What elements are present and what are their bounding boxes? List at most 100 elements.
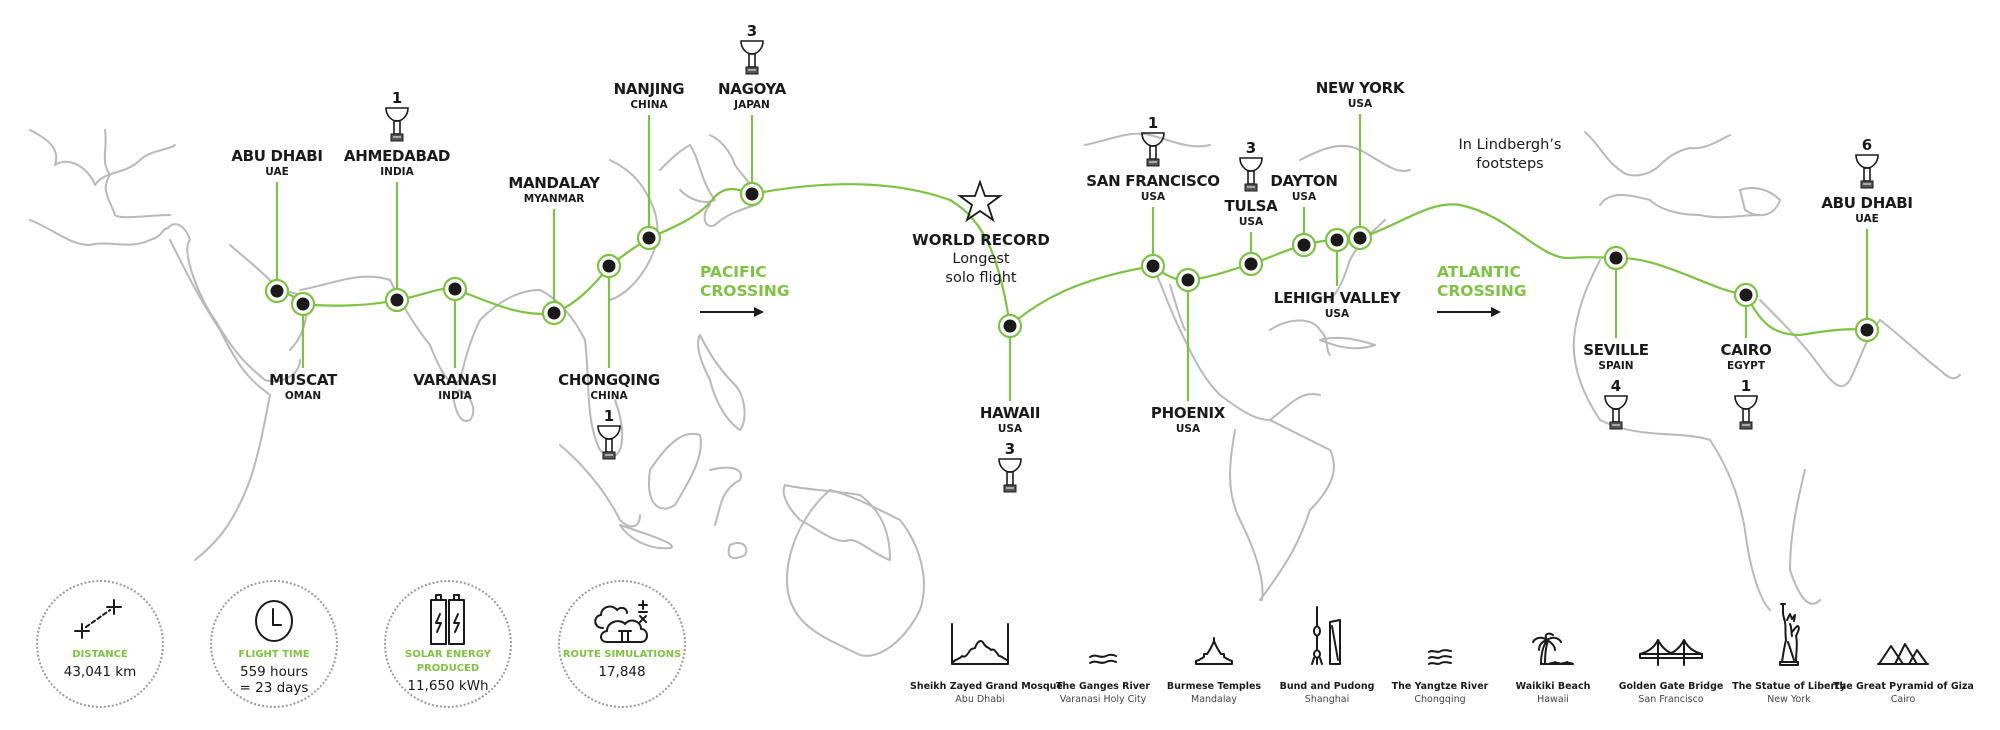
city-name: NANJING: [613, 80, 685, 98]
country-name: CHINA: [630, 99, 668, 111]
trophy-san-francisco: 1: [1140, 115, 1166, 167]
stop-dot: [1860, 323, 1874, 337]
country-name: INDIA: [380, 166, 414, 178]
stop-marker-lehigh-valley[interactable]: [1324, 227, 1350, 253]
cloud-calculation-icon: [594, 600, 648, 643]
temple-icon: [1195, 637, 1233, 665]
pyramids-icon: [1877, 643, 1929, 665]
world-record-title: WORLD RECORD: [912, 231, 1050, 249]
city-name: SAN FRANCISCO: [1086, 172, 1220, 190]
landmark-name: Bund and Pudong: [1279, 681, 1375, 692]
stop-marker-tulsa[interactable]: [1238, 251, 1264, 277]
world-record-line1: Longest: [952, 251, 1010, 267]
stat-distance-label: DISTANCE: [72, 649, 128, 660]
country-name: CHINA: [590, 390, 628, 402]
statue-of-liberty-icon: [1779, 603, 1800, 666]
stop-marker-ahmedabad[interactable]: [384, 287, 410, 313]
trophy-count: 1: [391, 89, 403, 107]
landmark-bund-pudong: Bund and Pudong Shanghai: [1257, 606, 1397, 706]
trophy-hawaii: 3: [997, 441, 1023, 493]
country-name: USA: [1140, 191, 1166, 203]
landmark-place: Mandalay: [1191, 694, 1237, 705]
stop-marker-hawaii[interactable]: [997, 313, 1023, 339]
country-name: USA: [1175, 423, 1201, 435]
pacific-crossing-line1: PACIFIC: [700, 263, 767, 281]
trophy-tulsa: 3: [1238, 140, 1264, 192]
trophy-icon: [384, 106, 410, 142]
landmark-name: Golden Gate Bridge: [1618, 681, 1724, 692]
landmark-statue-of-liberty: The Statue of Liberty New York: [1719, 603, 1859, 706]
city-name: SEVILLE: [1583, 341, 1649, 359]
stop-marker-varanasi[interactable]: [442, 276, 468, 302]
landmark-place: Shanghai: [1304, 694, 1350, 705]
lindbergh-line2: footsteps: [1476, 156, 1544, 172]
country-name: USA: [1238, 216, 1264, 228]
country-name: USA: [1324, 308, 1350, 320]
landmark-waikiki-beach: Waikiki Beach Hawaii: [1483, 612, 1623, 706]
city-name: AHMEDABAD: [343, 147, 451, 165]
world-record-note: WORLD RECORD Longest solo flight: [912, 231, 1050, 288]
stop-marker-seville[interactable]: [1603, 245, 1629, 271]
city-name: PHOENIX: [1150, 404, 1226, 422]
trophy-icon: [1733, 394, 1759, 430]
battery-icon: [430, 594, 465, 645]
stop-marker-san-francisco[interactable]: [1140, 253, 1166, 279]
stop-dot: [1609, 251, 1623, 265]
trophy-icon: [1603, 394, 1629, 430]
stop-marker-cairo[interactable]: [1733, 282, 1759, 308]
city-name: NAGOYA: [718, 80, 786, 98]
bridge-icon: [1639, 639, 1703, 666]
stat-solar-energy-label-1: SOLAR ENERGY: [405, 649, 491, 660]
world-record-line2: solo flight: [945, 270, 1017, 286]
country-name: USA: [1347, 98, 1373, 110]
towers-icon: [1311, 606, 1341, 665]
stop-marker-dayton[interactable]: [1291, 232, 1317, 258]
stop-marker-new-york[interactable]: [1347, 225, 1373, 251]
stop-dot: [270, 284, 284, 298]
trophy-abu-dhabi-end: 6: [1854, 137, 1880, 189]
atlantic-crossing-line1: ATLANTIC: [1437, 263, 1521, 281]
atlantic-crossing-line2: CROSSING: [1437, 282, 1527, 300]
landmark-name: The Ganges River: [1055, 681, 1151, 692]
landmark-ganges-river: The Ganges River Varanasi Holy City: [1033, 612, 1173, 706]
stop-marker-abu-dhabi-start[interactable]: [264, 278, 290, 304]
stop-dot: [642, 231, 656, 245]
trophy-count: 3: [746, 22, 758, 40]
stop-marker-nagoya[interactable]: [739, 181, 765, 207]
trophy-icon: [997, 457, 1023, 493]
trophy-count: 1: [1147, 114, 1159, 132]
stop-marker-nanjing[interactable]: [636, 225, 662, 251]
stop-marker-abu-dhabi-end[interactable]: [1854, 317, 1880, 343]
star-icon: [957, 179, 1003, 223]
trophy-ahmedabad: 1: [384, 90, 410, 142]
stop-markers: [264, 181, 1880, 343]
lindbergh-note: In Lindbergh’s footsteps: [1459, 136, 1562, 174]
country-name: INDIA: [438, 390, 472, 402]
country-name: USA: [997, 423, 1023, 435]
stop-dot: [1244, 257, 1258, 271]
stat-flight-time-label: FLIGHT TIME: [238, 649, 310, 660]
stop-dot: [1330, 233, 1344, 247]
trophy-count: 6: [1861, 136, 1873, 154]
city-name: DAYTON: [1270, 172, 1338, 190]
mosque-icon: [951, 623, 1009, 665]
trophy-icon: [1238, 156, 1264, 192]
trophy-seville: 4: [1603, 378, 1629, 430]
stop-marker-mandalay[interactable]: [541, 300, 567, 326]
stop-dot: [1353, 231, 1367, 245]
country-name: JAPAN: [734, 99, 770, 111]
country-name: EGYPT: [1726, 360, 1766, 372]
stop-marker-chongqing[interactable]: [596, 253, 622, 279]
stop-marker-phoenix[interactable]: [1175, 267, 1201, 293]
stop-marker-muscat[interactable]: [290, 291, 316, 317]
palm-tree-icon: [1532, 632, 1574, 665]
landmark-name: The Yangtze River: [1391, 681, 1489, 692]
river-icon: [1428, 649, 1452, 665]
landmark-place: San Francisco: [1638, 694, 1704, 705]
stop-dot: [390, 293, 404, 307]
